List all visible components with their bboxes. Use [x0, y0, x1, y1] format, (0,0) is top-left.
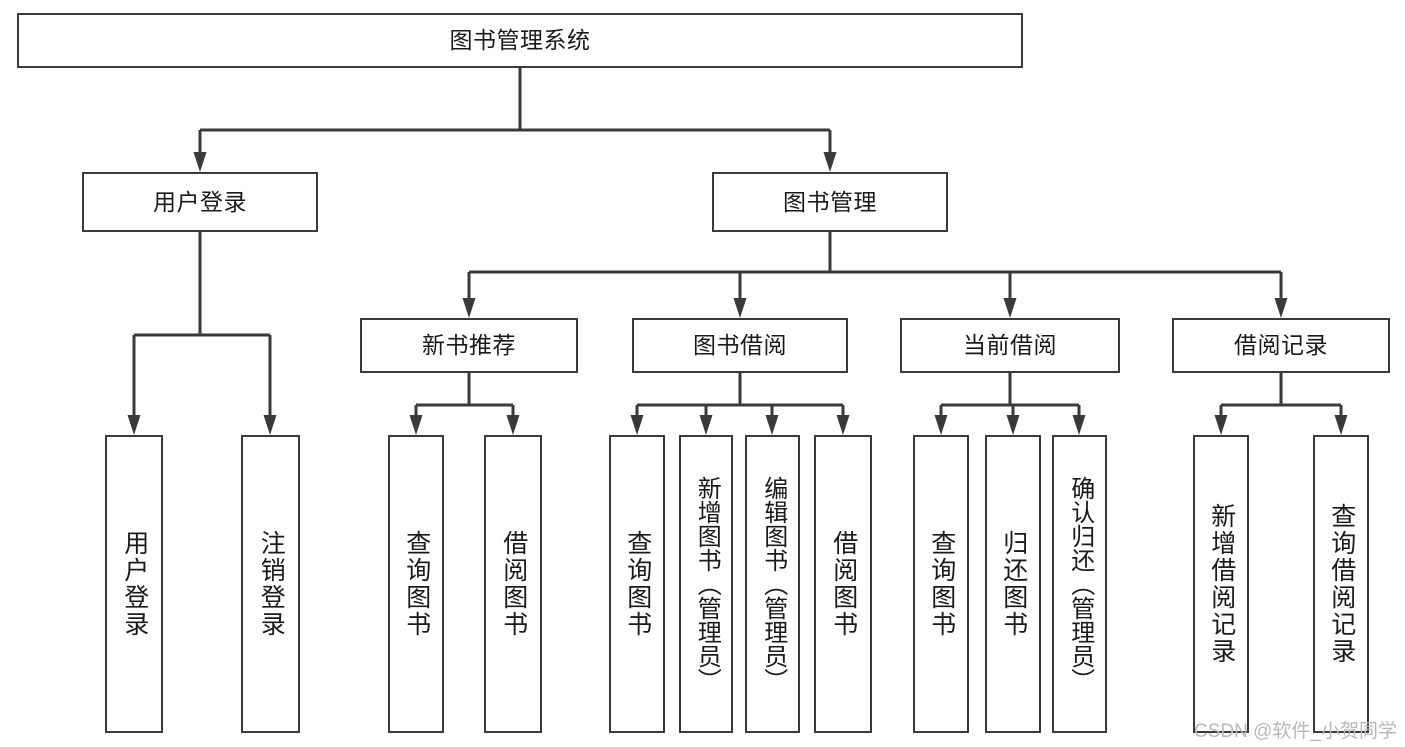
node-root-book-management-system[interactable]: 图书管理系统	[17, 13, 1023, 68]
node-leaf-logout[interactable]: 注销登录	[241, 435, 300, 733]
node-label: 图书管理系统	[449, 27, 591, 54]
node-label: 确认归还（管理员）	[1066, 476, 1094, 692]
node-new-book-recommend[interactable]: 新书推荐	[360, 318, 578, 373]
node-book-management[interactable]: 图书管理	[712, 172, 948, 232]
node-leaf-add-borrow-record[interactable]: 新增借阅记录	[1193, 435, 1249, 733]
node-leaf-query-book-1[interactable]: 查询图书	[388, 435, 444, 733]
node-label: 用户登录	[120, 530, 149, 638]
node-label: 新书推荐	[422, 332, 516, 359]
node-label: 借阅图书	[829, 530, 858, 638]
node-label: 查询图书	[402, 530, 431, 638]
node-current-borrow[interactable]: 当前借阅	[900, 318, 1120, 373]
node-leaf-borrow-book-1[interactable]: 借阅图书	[484, 435, 542, 733]
node-label: 借阅图书	[499, 530, 528, 638]
node-user-login[interactable]: 用户登录	[82, 172, 318, 232]
node-label: 当前借阅	[963, 332, 1057, 359]
node-label: 归还图书	[999, 530, 1028, 638]
node-label: 图书借阅	[693, 332, 787, 359]
csdn-watermark: CSDN @软件_小贺同学	[1194, 721, 1397, 742]
node-label: 新增图书（管理员）	[693, 476, 721, 692]
node-leaf-edit-book-admin[interactable]: 编辑图书（管理员）	[745, 435, 800, 733]
node-label: 查询图书	[623, 530, 652, 638]
node-leaf-add-book-admin[interactable]: 新增图书（管理员）	[679, 435, 733, 733]
node-leaf-user-login[interactable]: 用户登录	[105, 435, 163, 733]
node-leaf-query-book-2[interactable]: 查询图书	[609, 435, 665, 733]
node-label: 编辑图书（管理员）	[759, 476, 787, 692]
node-label: 新增借阅记录	[1207, 503, 1236, 665]
node-label: 用户登录	[153, 188, 247, 215]
node-leaf-query-book-3[interactable]: 查询图书	[913, 435, 969, 733]
node-borrow-record[interactable]: 借阅记录	[1172, 318, 1390, 373]
node-label: 图书管理	[783, 188, 877, 215]
node-leaf-borrow-book-2[interactable]: 借阅图书	[814, 435, 872, 733]
node-leaf-query-borrow-record[interactable]: 查询借阅记录	[1313, 435, 1369, 733]
node-label: 注销登录	[257, 530, 286, 638]
node-book-borrow[interactable]: 图书借阅	[632, 318, 848, 373]
node-leaf-return-book[interactable]: 归还图书	[985, 435, 1041, 733]
node-label: 查询图书	[927, 530, 956, 638]
node-label: 查询借阅记录	[1327, 503, 1356, 665]
node-label: 借阅记录	[1234, 332, 1328, 359]
node-leaf-confirm-return-admin[interactable]: 确认归还（管理员）	[1052, 435, 1107, 733]
